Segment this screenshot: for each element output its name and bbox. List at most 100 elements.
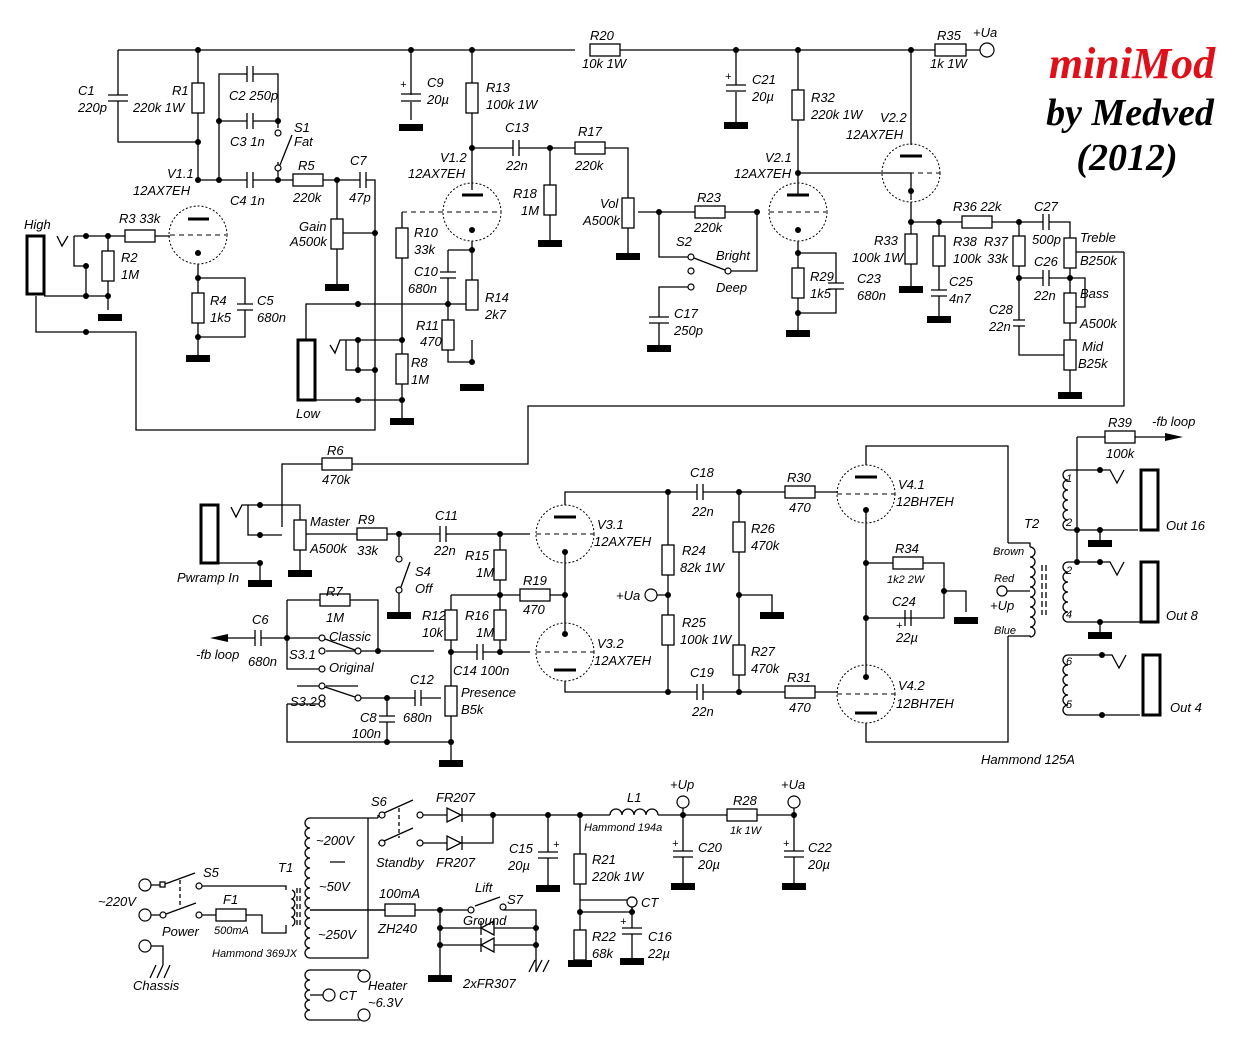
- pot-presence[interactable]: [444, 685, 458, 717]
- value-r37: 33k: [987, 251, 1009, 266]
- power-supply: ~220V S5 Power Chassis F1 500mA Hammond …: [98, 777, 833, 1022]
- value-r32: 220k 1W: [810, 107, 864, 122]
- jack-high[interactable]: [25, 234, 46, 296]
- label-s5: S5: [203, 865, 220, 880]
- value-zh240: 100mA: [379, 886, 420, 901]
- switch-s5[interactable]: [164, 872, 197, 915]
- value-c19: 22n: [691, 704, 714, 719]
- value-r23: 220k: [693, 220, 724, 235]
- value-r4: 1k5: [210, 310, 232, 325]
- pot-master[interactable]: [293, 519, 307, 551]
- label-presence: Presence: [461, 685, 516, 700]
- label-2xfr307: 2xFR307: [462, 976, 517, 991]
- jack-out-4[interactable]: [1141, 653, 1162, 717]
- value-r19: 470: [523, 602, 545, 617]
- up-terminal: [676, 795, 690, 809]
- resistor-r23: [694, 205, 726, 219]
- label-fr207-2: FR207: [436, 855, 476, 870]
- value-c25: 4n7: [949, 291, 971, 306]
- type-v2-1: 12AX7EH: [734, 166, 792, 181]
- output-transformer-t2: [996, 542, 1047, 638]
- pot-bass[interactable]: [1063, 292, 1077, 324]
- type-v1-1: 12AX7EH: [133, 183, 191, 198]
- pot-gain[interactable]: [330, 218, 344, 250]
- value-r39: 100k: [1106, 446, 1136, 461]
- label-v3-1: V3.1: [597, 517, 624, 532]
- label-deep: Deep: [716, 280, 747, 295]
- preamp-stage-1: C1 220p R1 220k 1W C2 250p C3 1n S1 Fat …: [24, 42, 995, 431]
- label-v1-1: V1.1: [167, 166, 194, 181]
- label-blue: Blue: [994, 625, 1016, 637]
- label-ct-heater: CT: [339, 988, 357, 1003]
- value-r30: 470: [789, 500, 811, 515]
- switch-s3-2[interactable]: [324, 686, 356, 698]
- label-r36: R36 22k: [953, 199, 1003, 214]
- resistor-r32: [791, 89, 805, 121]
- switch-s6[interactable]: [383, 799, 414, 842]
- label-r12: R12: [422, 608, 447, 623]
- resistor-r25: [661, 614, 675, 646]
- label-r30: R30: [787, 470, 812, 485]
- label-classic: Classic: [329, 629, 371, 644]
- switch-s4[interactable]: [400, 561, 411, 588]
- jack-low[interactable]: [296, 338, 317, 402]
- value-r13: 100k 1W: [486, 97, 539, 112]
- value-r18: 1M: [521, 203, 539, 218]
- jack-pwramp-in[interactable]: [199, 503, 220, 565]
- svg-text:+: +: [553, 839, 560, 851]
- jack-out-16[interactable]: [1139, 468, 1160, 532]
- label-c21: C21: [752, 72, 776, 87]
- switch-s1[interactable]: [279, 134, 293, 166]
- label-r35: R35: [937, 28, 962, 43]
- label-hammond-369jx: Hammond 369JX: [212, 948, 298, 960]
- resistor-r28: [726, 808, 758, 822]
- label-c20: C20: [698, 840, 723, 855]
- type-v4-1: 12BH7EH: [896, 494, 954, 509]
- label-c17: C17: [674, 306, 699, 321]
- switch-s2[interactable]: [693, 257, 726, 271]
- label-r3: R3 33k: [119, 211, 162, 226]
- jack-out-8[interactable]: [1139, 560, 1160, 624]
- type-v3-2: 12AX7EH: [594, 653, 652, 668]
- value-bass: A500k: [1079, 316, 1118, 331]
- type-v1-2: 12AX7EH: [408, 166, 466, 181]
- label-c12: C12: [410, 672, 435, 687]
- label-ground: Ground: [463, 913, 507, 928]
- label-c5: C5: [257, 293, 274, 308]
- label-mid: Mid: [1082, 339, 1104, 354]
- pot-mid[interactable]: [1063, 339, 1077, 371]
- switch-s3-1[interactable]: [324, 638, 356, 651]
- value-treble: B250k: [1080, 253, 1118, 268]
- pin-6: 6: [1066, 656, 1073, 668]
- label-lift: Lift: [475, 880, 494, 895]
- label-r34: R34: [895, 541, 919, 556]
- value-c21: 20µ: [751, 89, 774, 104]
- value-r34: 1k2 2W: [887, 574, 926, 586]
- phase-inverter: R6 470k Pwramp In Master A500k R9 33k C1…: [177, 443, 785, 767]
- label-f1: F1: [223, 892, 238, 907]
- label-c1: C1: [78, 83, 95, 98]
- resistor-r11: [441, 319, 455, 351]
- label-v3-2: V3.2: [597, 636, 625, 651]
- type-v3-1: 12AX7EH: [594, 534, 652, 549]
- label-s7: S7: [507, 892, 524, 907]
- label-c24: C24: [892, 594, 916, 609]
- value-c7: 47p: [349, 190, 371, 205]
- label-c8: C8: [360, 710, 377, 725]
- type-v4-2: 12BH7EH: [896, 696, 954, 711]
- resistor-r36: [961, 215, 993, 229]
- label-r19: R19: [523, 573, 547, 588]
- value-c17: 250p: [673, 323, 703, 338]
- ua-terminal-pi: [644, 588, 658, 602]
- value-r38: 100k: [953, 251, 983, 266]
- label-fb-loop-out: -fb loop: [196, 647, 239, 662]
- pot-treble[interactable]: [1063, 237, 1077, 269]
- value-r22: 68k: [592, 946, 614, 961]
- label-l1: L1: [627, 790, 641, 805]
- label-r9: R9: [358, 512, 375, 527]
- label-c19: C19: [690, 665, 714, 680]
- label-200v: ~200V: [316, 833, 355, 848]
- label-r29: R29: [810, 269, 834, 284]
- label-vol: Vol: [600, 196, 619, 211]
- pot-volume[interactable]: [621, 197, 635, 229]
